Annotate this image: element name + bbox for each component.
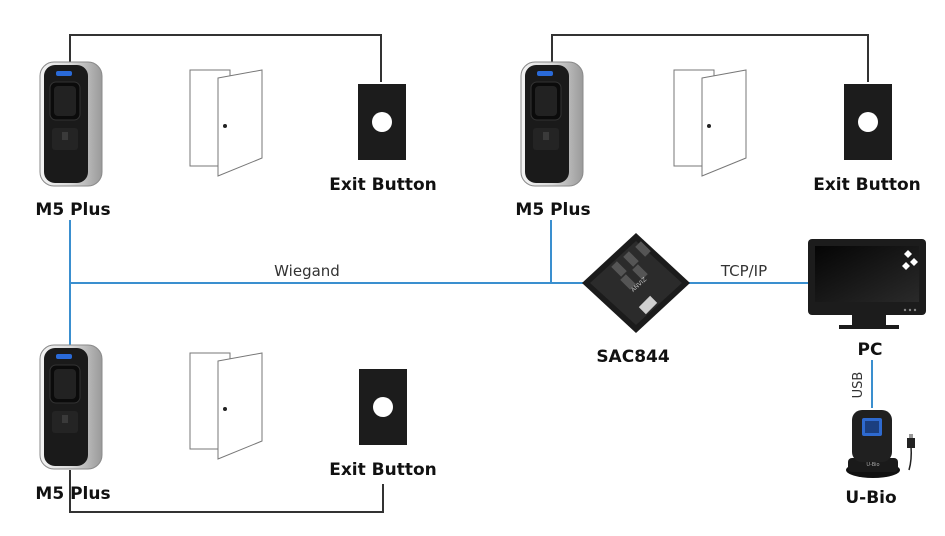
door-top-right — [673, 69, 747, 177]
controller-board: ANVIZ — [582, 233, 690, 333]
reader-label-1: M5 Plus — [35, 200, 110, 220]
pc-monitor — [808, 239, 926, 329]
wire-lines — [69, 34, 869, 513]
network-lines — [69, 220, 873, 408]
reader-top-right — [520, 61, 584, 187]
svg-text:U-Bio: U-Bio — [866, 462, 879, 468]
wire-1 — [69, 34, 382, 82]
usb-label: USB — [851, 372, 866, 399]
exit-button-bottom-left — [359, 369, 407, 445]
exit-button-top-left — [358, 84, 406, 160]
exit-button-top-right — [844, 84, 892, 160]
wiegand-label: Wiegand — [274, 262, 340, 280]
reader-bottom-left — [39, 344, 103, 470]
reader-label-2: M5 Plus — [515, 200, 590, 220]
usb-cable-icon — [907, 434, 915, 471]
wire-3 — [69, 470, 384, 513]
reader-label-3: M5 Plus — [35, 484, 110, 504]
reader-top-left — [39, 61, 103, 187]
exit-button-label-3: Exit Button — [329, 460, 437, 480]
wire-2 — [551, 34, 869, 82]
pc-label: PC — [858, 340, 883, 360]
door-bottom-left — [189, 352, 263, 460]
tcpip-label: TCP/IP — [720, 262, 767, 280]
door-top-left — [189, 69, 263, 177]
exit-button-label-1: Exit Button — [329, 175, 437, 195]
controller-label: SAC844 — [596, 347, 670, 367]
ubio-scanner: U-Bio — [846, 410, 900, 478]
ubio-label: U-Bio — [845, 488, 896, 508]
exit-button-label-2: Exit Button — [813, 175, 921, 195]
